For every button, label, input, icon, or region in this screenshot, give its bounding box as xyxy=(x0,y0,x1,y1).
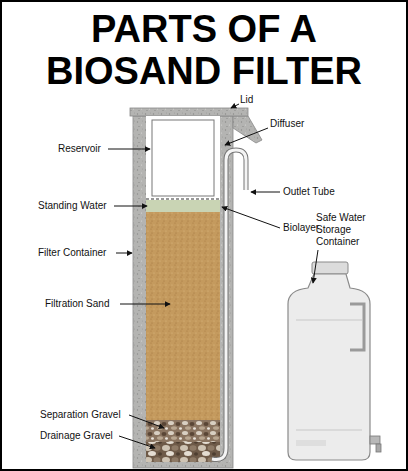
part-label: Diffuser xyxy=(270,118,304,130)
part-label: Safe Water Storage Container xyxy=(316,212,378,248)
title: PARTS OF A BIOSAND FILTER xyxy=(14,8,394,92)
part-label: Lid xyxy=(240,94,253,106)
part-label: Separation Gravel xyxy=(40,409,121,421)
part-label: Reservoir xyxy=(58,143,101,155)
part-label: Outlet Tube xyxy=(283,186,335,198)
leader-lines xyxy=(108,104,318,448)
part-label: Drainage Gravel xyxy=(40,430,113,442)
part-label: Biolayer xyxy=(283,222,319,234)
part-label: Standing Water xyxy=(38,200,107,212)
part-label: Filter Container xyxy=(38,247,106,259)
part-label: Filtration Sand xyxy=(45,298,109,310)
